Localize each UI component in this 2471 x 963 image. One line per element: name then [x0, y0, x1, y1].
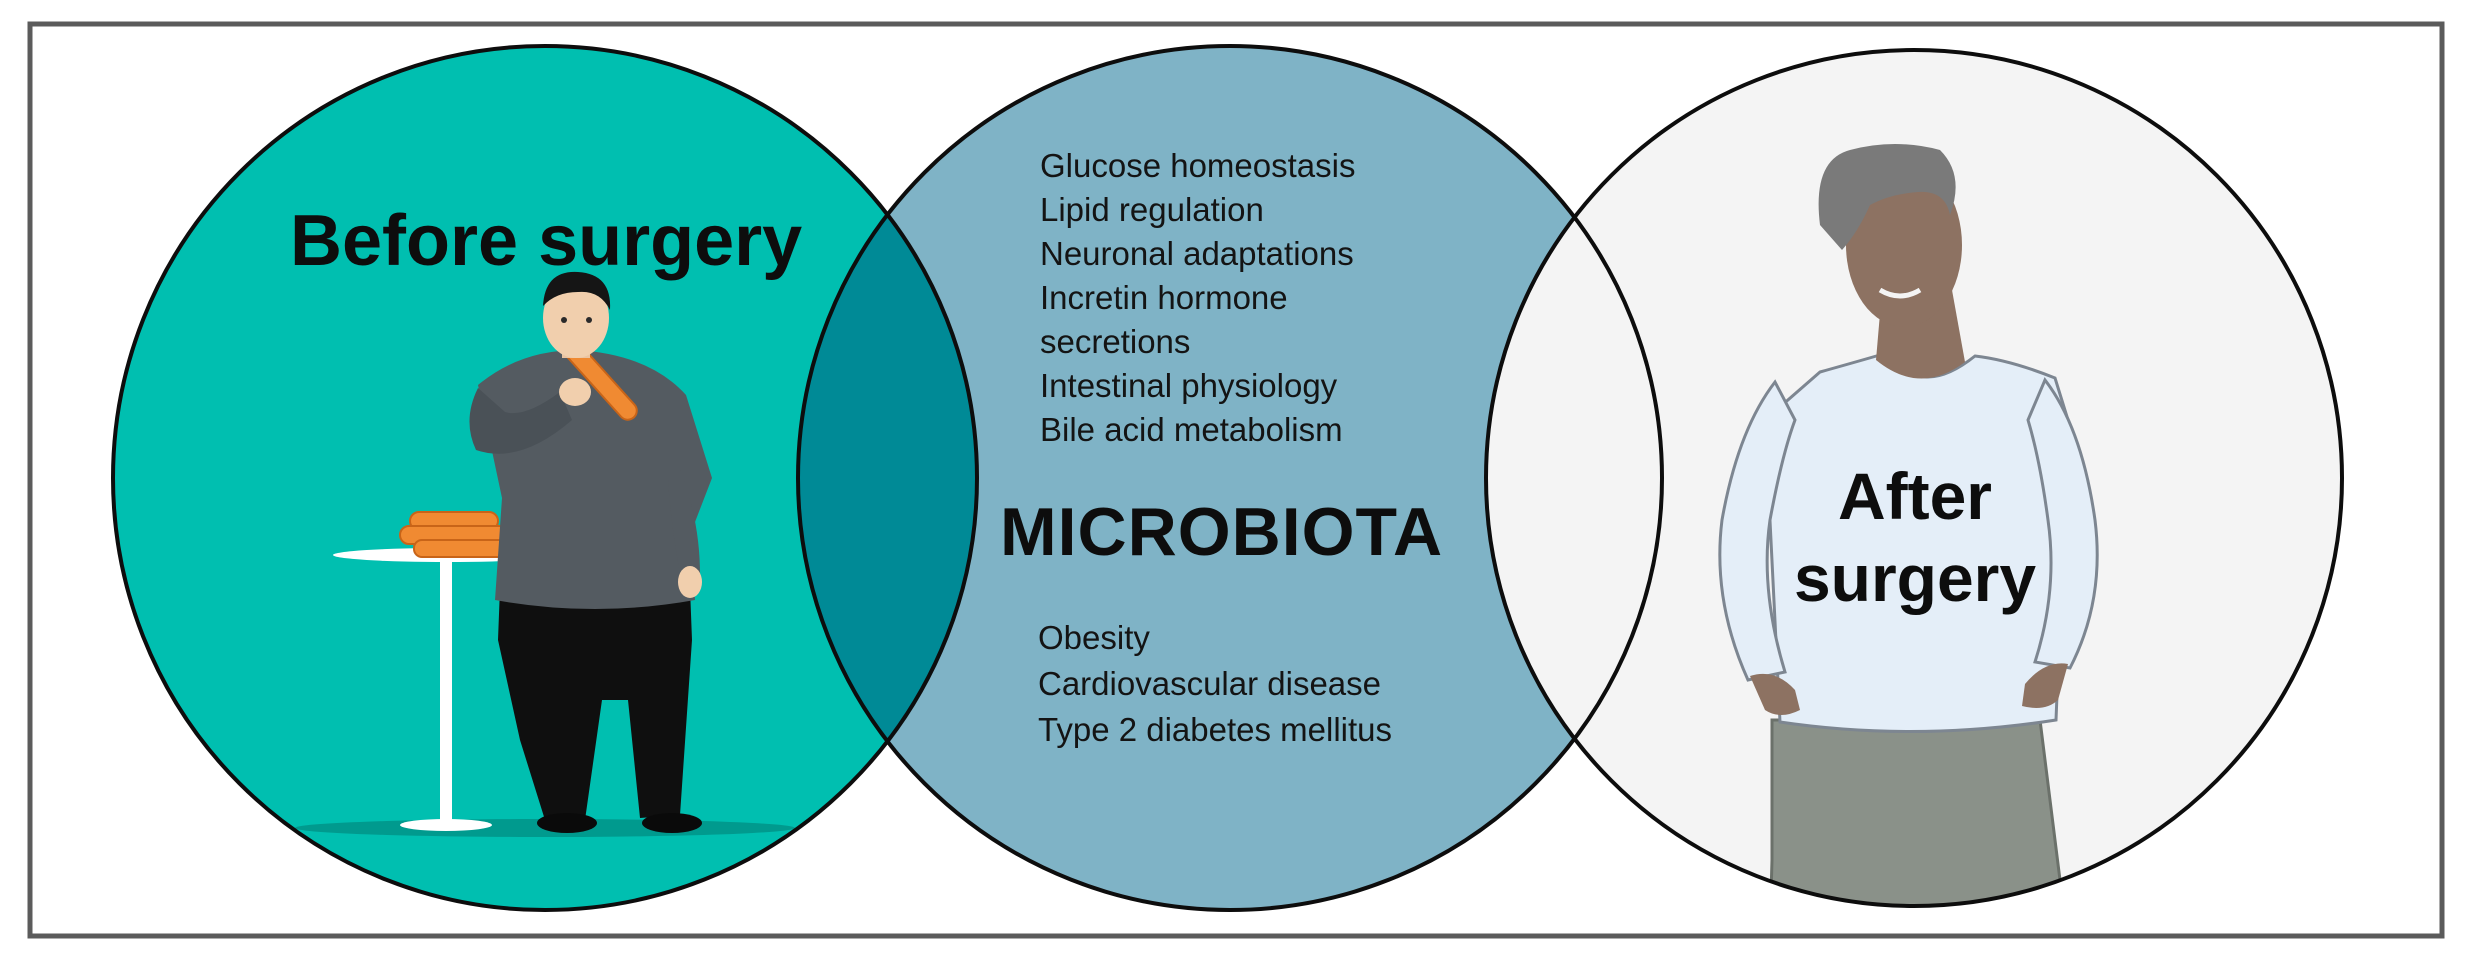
condition-item: Cardiovascular disease	[1038, 665, 1382, 702]
after-surgery-title: After surgery	[1755, 455, 2075, 619]
after-surgery-title-line-2: surgery	[1793, 541, 2037, 615]
condition-item: Type 2 diabetes mellitus	[1038, 711, 1393, 748]
effect-item: Lipid regulation	[1040, 191, 1264, 228]
effect-item: secretions	[1040, 323, 1191, 360]
effect-item: Glucose homeostasis	[1040, 147, 1356, 184]
condition-item: Obesity	[1038, 619, 1150, 656]
effect-item: Intestinal physiology	[1040, 367, 1338, 404]
conditions-list: Obesity Cardiovascular disease Type 2 di…	[1038, 615, 1392, 753]
obese-man-eating-icon	[295, 271, 795, 837]
effect-item: Bile acid metabolism	[1040, 411, 1343, 448]
microbiota-circle	[798, 46, 1662, 910]
effect-item: Incretin hormone	[1040, 279, 1288, 316]
effect-item: Neuronal adaptations	[1040, 235, 1354, 272]
before-surgery-title: Before surgery	[290, 201, 803, 281]
microbiota-title: MICROBIOTA	[1000, 494, 1444, 570]
slim-man-icon	[1718, 144, 2099, 906]
microbiota-effects-list: Glucose homeostasis Lipid regulation Neu…	[1040, 144, 1355, 452]
after-surgery-title-line-1: After	[1837, 459, 1992, 533]
